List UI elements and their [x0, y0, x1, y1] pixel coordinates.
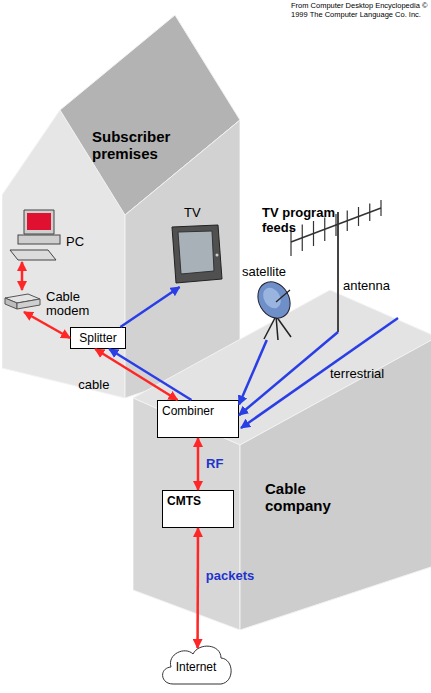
satellite-dish: satellite	[238, 262, 310, 340]
system-unit	[18, 235, 60, 244]
node-label: Cable modem	[46, 290, 90, 318]
splitter-box: Splitter	[70, 327, 126, 349]
edge-label: packets	[206, 568, 254, 583]
node-label: TV	[184, 205, 214, 220]
node-label: Subscriber premises	[92, 128, 192, 162]
pc-icon: PC	[8, 208, 88, 262]
antenna-element	[347, 211, 348, 232]
feed-label: terrestrial	[330, 366, 400, 381]
tv-knob	[216, 254, 219, 257]
tv-icon: TV	[168, 205, 226, 287]
node-label: Combiner	[162, 404, 236, 419]
cmts-box: CMTS	[162, 490, 234, 528]
node-label: Internet	[157, 660, 235, 675]
feed-heading: TV program feeds	[262, 205, 354, 235]
building-right-wall	[240, 337, 431, 630]
node-label: Splitter	[71, 331, 125, 346]
edge-label: RF	[206, 456, 223, 471]
antenna-element	[358, 207, 359, 226]
house: Subscriber premisesPC TV Cable modemSplitt…	[2, 15, 240, 400]
antenna-pole	[337, 212, 339, 332]
modem-front	[5, 298, 17, 309]
edge-label: cable	[78, 377, 109, 392]
copyright-note: From Computer Desktop Encyclopedia © 199…	[291, 1, 431, 19]
antenna-element	[313, 221, 314, 246]
modem-side	[17, 299, 40, 309]
combiner-box: Combiner	[157, 400, 239, 438]
node-label: Cable company	[265, 480, 355, 514]
dish-feed-arm	[276, 290, 290, 302]
internet-cloud: Internet	[157, 638, 235, 688]
node-label: satellite	[242, 264, 306, 279]
monitor-screen	[27, 213, 51, 230]
node-outline	[133, 290, 431, 630]
node-label: antenna	[343, 278, 399, 293]
monitor	[24, 210, 54, 234]
tv-screen	[178, 231, 214, 274]
cable-company-building: Cable company CombinerCMTS	[133, 290, 431, 630]
tv-body	[172, 225, 222, 283]
node-label: PC	[66, 234, 88, 249]
antenna-element	[369, 204, 370, 222]
antenna-element	[335, 214, 336, 236]
antenna-element	[380, 200, 381, 216]
antenna-element	[302, 225, 303, 252]
cable-modem: Cable modem	[4, 290, 84, 312]
node-label: CMTS	[167, 494, 231, 509]
keyboard	[10, 250, 56, 260]
antenna-element	[324, 218, 325, 242]
building-left-wall	[133, 398, 240, 630]
